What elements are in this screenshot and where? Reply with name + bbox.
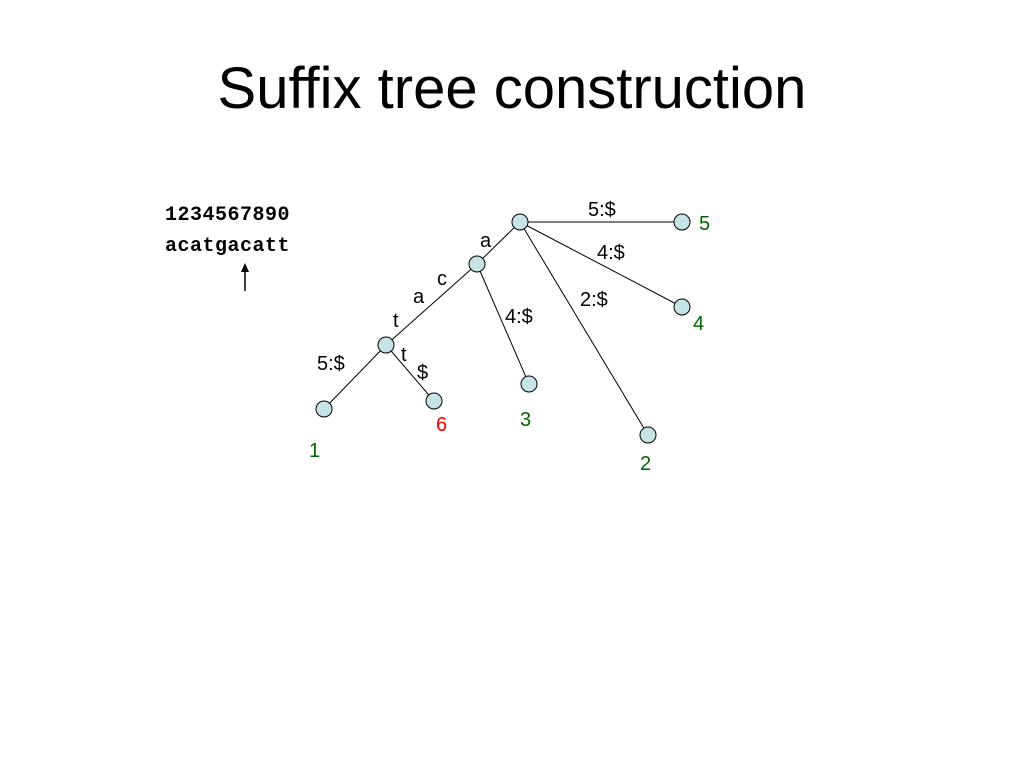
- sequence-string: acatgacatt: [165, 235, 291, 258]
- tree-edges: [323, 221, 683, 436]
- edge-label-c-to-a: a: [413, 286, 425, 308]
- leaf-label-6: 6: [436, 414, 447, 436]
- branch-internal-node: [377, 336, 395, 354]
- edge-label-branch-t: t: [401, 344, 407, 366]
- root-node: [511, 213, 529, 231]
- position-numbers: 1234567890: [165, 204, 291, 227]
- edge-label-branch-dollar: $: [417, 362, 428, 384]
- leaf-node-1: [315, 400, 333, 418]
- edge-root-to-leaf-2: [519, 221, 649, 436]
- leaf-label-5: 5: [699, 213, 710, 235]
- slide-title: Suffix tree construction: [217, 56, 807, 121]
- edge-label-root-to-2: 2:$: [580, 289, 608, 311]
- edge-root-to-a-node: [476, 221, 521, 265]
- edge-labels: 5:$ 4:$ 2:$ 4:$ 5:$ a c a t t $: [317, 199, 625, 384]
- leaf-label-3: 3: [520, 409, 531, 431]
- leaf-labels: 5 4 2 3 1 6: [309, 213, 710, 475]
- edge-label-a-to-c: c: [437, 268, 447, 290]
- a-internal-node: [468, 255, 486, 273]
- edge-label-a-to-t: t: [393, 310, 399, 332]
- leaf-node-2: [639, 426, 657, 444]
- tree-nodes: [315, 213, 691, 444]
- current-position-arrow: [241, 263, 249, 291]
- leaf-node-4: [673, 298, 691, 316]
- edge-label-root-to-a: a: [480, 230, 492, 252]
- leaf-node-3: [520, 375, 538, 393]
- edge-a-node-to-branch-node: [385, 263, 478, 346]
- edge-root-to-leaf-4: [519, 221, 683, 308]
- leaf-label-4: 4: [693, 313, 704, 335]
- edge-label-root-to-5: 5:$: [588, 199, 616, 221]
- edge-label-a-to-3: 4:$: [505, 306, 533, 328]
- edge-branch-to-leaf-1: [323, 344, 387, 410]
- edge-label-branch-to-1: 5:$: [317, 353, 345, 375]
- leaf-node-6: [425, 392, 443, 410]
- leaf-label-2: 2: [640, 453, 651, 475]
- edge-label-root-to-4: 4:$: [597, 242, 625, 264]
- leaf-label-1: 1: [309, 440, 320, 462]
- edge-a-node-to-leaf-3: [476, 263, 530, 385]
- leaf-node-5: [673, 213, 691, 231]
- edge-branch-to-leaf-6: [385, 344, 435, 402]
